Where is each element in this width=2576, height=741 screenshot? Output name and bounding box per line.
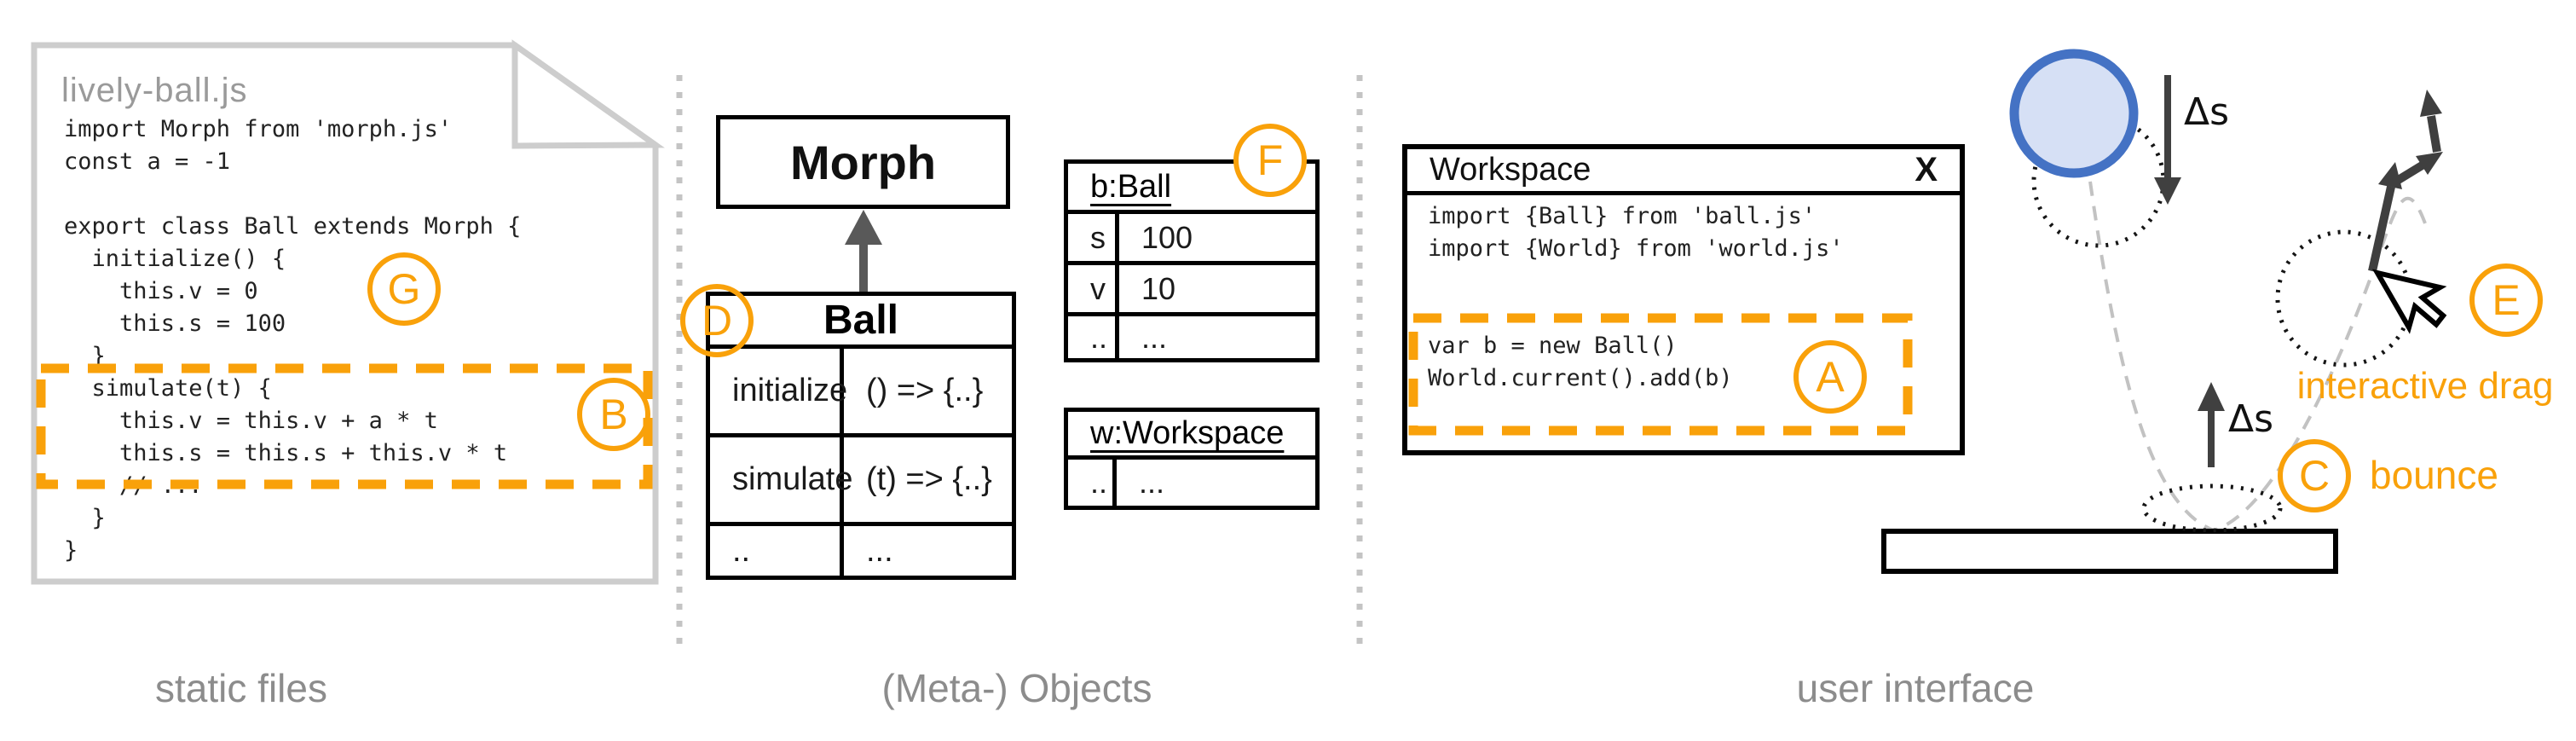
class-table-ball: Ball initialize () => {..} simulate (t) … — [706, 292, 1016, 580]
badge-g: G — [367, 252, 441, 326]
bounce-label: bounce — [2370, 453, 2498, 497]
interactive-drag-label: interactive drag — [2296, 365, 2554, 407]
bounce-ball-outline — [2141, 483, 2283, 533]
file-name: lively-ball.js — [61, 72, 248, 109]
table-row: .. ... — [710, 526, 1012, 576]
inheritance-arrow — [845, 210, 882, 292]
table-row: simulate (t) => {..} — [710, 437, 1012, 526]
table-row: initialize () => {..} — [710, 349, 1012, 437]
section-label-user-interface: user interface — [1796, 666, 2035, 710]
table-row: v 10 — [1068, 265, 1315, 316]
table-row: .. ... — [1068, 460, 1315, 506]
delta-s-label-top: Δs — [2184, 90, 2230, 134]
table-row: .. ... — [1068, 316, 1315, 358]
delta-s-down-arrow — [2154, 75, 2181, 205]
badge-e: E — [2469, 263, 2543, 337]
object-table-w-workspace: w:Workspace .. ... — [1064, 408, 1320, 510]
badge-a: A — [1793, 340, 1867, 414]
workspace-code-editor[interactable]: import {Ball} from 'ball.js' import {Wor… — [1428, 203, 1844, 391]
delta-s-up-arrow — [2198, 382, 2225, 467]
file-code: import Morph from 'morph.js' const a = -… — [64, 116, 522, 564]
ground-bar — [1881, 529, 2338, 574]
trajectory-path — [2075, 83, 2427, 533]
cursor-icon — [2371, 269, 2447, 334]
section-label-static-files: static files — [155, 666, 327, 710]
close-icon[interactable]: X — [1915, 151, 1938, 188]
object-title: w:Workspace — [1068, 412, 1315, 460]
badge-c: C — [2278, 439, 2351, 512]
object-title: b:Ball — [1068, 164, 1315, 214]
drag-path-arrows — [2368, 90, 2443, 273]
workspace-title: Workspace — [1430, 152, 1591, 188]
badge-f: F — [1233, 124, 1307, 197]
workspace-titlebar: Workspace X — [1407, 149, 1960, 195]
class-box-morph: Morph — [716, 115, 1010, 209]
class-name-morph: Morph — [789, 135, 937, 189]
badge-b: B — [577, 378, 650, 451]
ball-shape — [2009, 49, 2139, 178]
workspace-window: Workspace X import {Ball} from 'ball.js'… — [1402, 144, 1965, 455]
badge-d: D — [680, 284, 754, 357]
section-label-meta-objects: (Meta-) Objects — [881, 666, 1152, 710]
delta-s-label-bottom: Δs — [2228, 397, 2274, 441]
class-name-ball: Ball — [710, 296, 1012, 349]
table-row: s 100 — [1068, 214, 1315, 265]
